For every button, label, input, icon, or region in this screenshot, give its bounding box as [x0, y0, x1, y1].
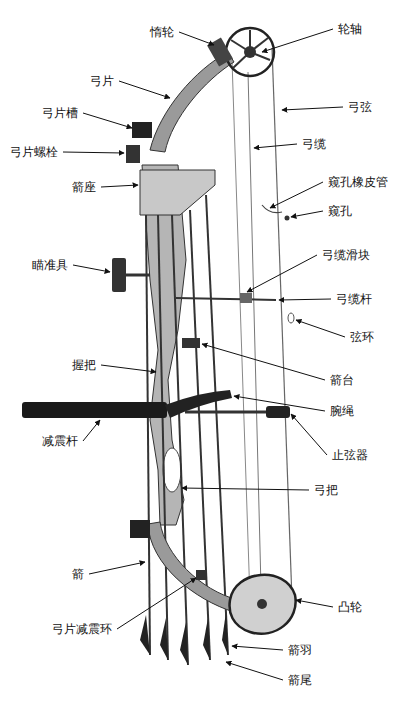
leader-line: [119, 81, 170, 98]
string-stopper: [266, 406, 290, 418]
leader-line: [296, 600, 333, 607]
part-label: 握把: [70, 358, 98, 372]
leader-line: [262, 29, 333, 52]
leader-line: [254, 144, 297, 148]
leader-line: [63, 152, 124, 153]
leader-line: [182, 488, 309, 490]
limb-bolt: [126, 145, 140, 163]
part-label: 箭: [70, 567, 86, 581]
part-label: 弓片槽: [40, 106, 80, 120]
lower-limb: [148, 522, 238, 612]
limb-pocket: [132, 122, 152, 138]
part-label: 窥孔: [326, 204, 354, 218]
part-label: 箭座: [70, 180, 98, 194]
leader-line: [83, 113, 132, 128]
leader-line: [117, 578, 196, 629]
string-stopper-rod: [185, 411, 268, 414]
leader-line: [296, 320, 345, 337]
leader-line: [202, 344, 325, 380]
arrow-rest: [182, 338, 200, 348]
cam: [230, 575, 296, 634]
quiver-hood: [140, 170, 215, 215]
leader-line: [226, 662, 283, 680]
leader-line: [270, 182, 323, 208]
part-label: 弓缆杆: [334, 292, 374, 306]
stabilizer: [22, 402, 167, 418]
leader-line: [179, 32, 214, 45]
peep-sight: [285, 216, 290, 221]
leader-line: [83, 420, 100, 441]
leader-line: [89, 562, 145, 574]
leader-line: [247, 255, 317, 292]
part-label: 弓缆: [300, 137, 328, 151]
limb-dampener: [196, 570, 206, 580]
part-label: 轮轴: [336, 22, 364, 36]
part-label: 减震杆: [40, 434, 80, 448]
part-label: 箭尾: [286, 673, 314, 687]
part-label: 弦环: [348, 330, 376, 344]
sight: [112, 258, 126, 292]
riser-cutout: [163, 448, 181, 492]
leader-line: [234, 396, 325, 411]
wrist-sling: [165, 390, 232, 418]
part-label: 腕绳: [328, 404, 356, 418]
wheel-spokes: [231, 30, 270, 68]
leader-line: [282, 107, 343, 110]
bow-cable: [248, 72, 262, 628]
upper-limb: [150, 52, 234, 152]
part-label: 弓弦: [346, 100, 374, 114]
leader-line: [279, 299, 331, 300]
peep-tube: [262, 205, 282, 213]
bow-cable: [232, 60, 250, 600]
cable-slide: [240, 293, 252, 303]
d-loop: [288, 313, 294, 323]
part-label: 凸轮: [336, 600, 364, 614]
part-label: 弓片: [88, 74, 116, 88]
part-label: 惰轮: [148, 25, 176, 39]
arrow-fletching: [140, 612, 228, 665]
part-label: 瞄准具: [30, 258, 70, 272]
part-label: 止弦器: [330, 448, 370, 462]
limb-pocket: [130, 520, 150, 538]
part-label: 弓缆滑块: [320, 248, 372, 262]
leader-line: [73, 265, 110, 272]
part-label: 箭羽: [286, 643, 314, 657]
part-label: 弓片减震环: [50, 622, 114, 636]
part-label: 箭台: [328, 373, 356, 387]
idler-wheel: [226, 28, 274, 76]
leader-line: [101, 185, 138, 187]
leader-line: [101, 365, 156, 372]
cable-guard: [176, 298, 276, 300]
part-label: 窥孔橡皮管: [326, 175, 390, 189]
leader-line: [232, 646, 283, 650]
bow-string: [272, 48, 292, 600]
part-label: 弓把: [312, 483, 340, 497]
part-label: 弓片螺栓: [8, 145, 60, 159]
wheel-mount: [207, 38, 233, 67]
leader-line: [291, 211, 323, 217]
leader-line: [291, 414, 327, 455]
